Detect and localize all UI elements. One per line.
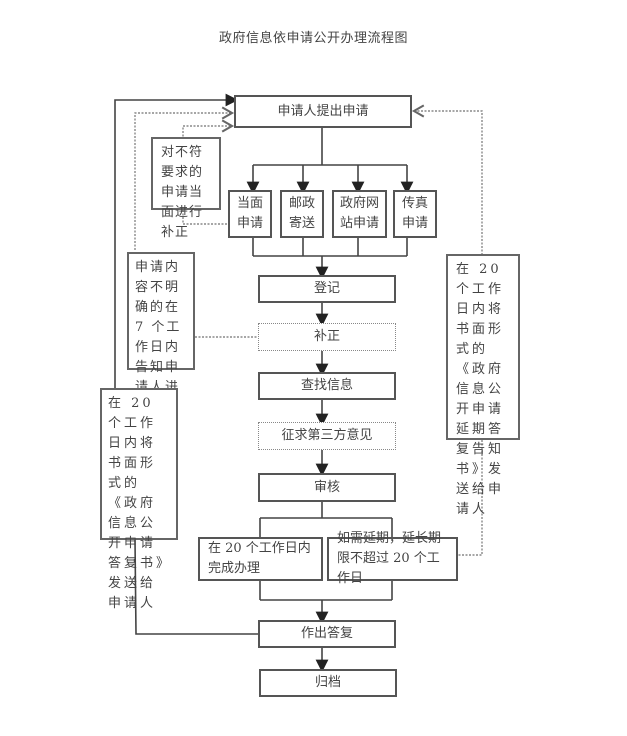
dotted-connector — [182, 210, 228, 225]
dotted-connector — [458, 440, 483, 556]
arrow — [114, 93, 239, 388]
node-archive: 归档 — [259, 669, 397, 697]
node-reply: 作出答复 — [258, 620, 396, 648]
diagram-title: 政府信息依申请公开办理流程图 — [218, 31, 408, 46]
dotted-arrow — [182, 119, 235, 140]
node-website: 政府网站申请 — [332, 190, 387, 238]
node-fax: 传真申请 — [393, 190, 437, 238]
node-register: 登记 — [258, 275, 396, 303]
dotted-arrow — [134, 106, 235, 250]
dotted-arrow — [411, 104, 483, 255]
node-supplement: 补正 — [258, 323, 396, 351]
node-review: 审核 — [258, 473, 396, 502]
note-extension-letter: 在 20 个工作日内将书面形式的《政府信息公开申请延期答复告知书》发送给申请人 — [446, 254, 520, 517]
node-submit: 申请人提出申请 — [234, 95, 412, 128]
note-unclear: 申请内容不明确的在 7 个工作日内告知申请人进行补正 — [127, 252, 195, 415]
node-extension: 如需延期，延长期限不超过 20 个工作日 — [327, 531, 458, 586]
node-search: 查找信息 — [258, 372, 396, 400]
node-third-party: 征求第三方意见 — [258, 422, 396, 450]
node-in-person: 当面申请 — [228, 190, 272, 238]
note-non-compliant: 对不符要求的申请当面进行补正 — [151, 137, 221, 240]
connector — [134, 539, 260, 635]
note-reply-letter: 在 20 个工作日内将书面形式的《政府信息公开申请答复书》发送给申请人 — [100, 388, 178, 611]
node-post: 邮政寄送 — [280, 190, 324, 238]
node-within-20: 在 20 个工作日内完成办理 — [198, 537, 323, 581]
